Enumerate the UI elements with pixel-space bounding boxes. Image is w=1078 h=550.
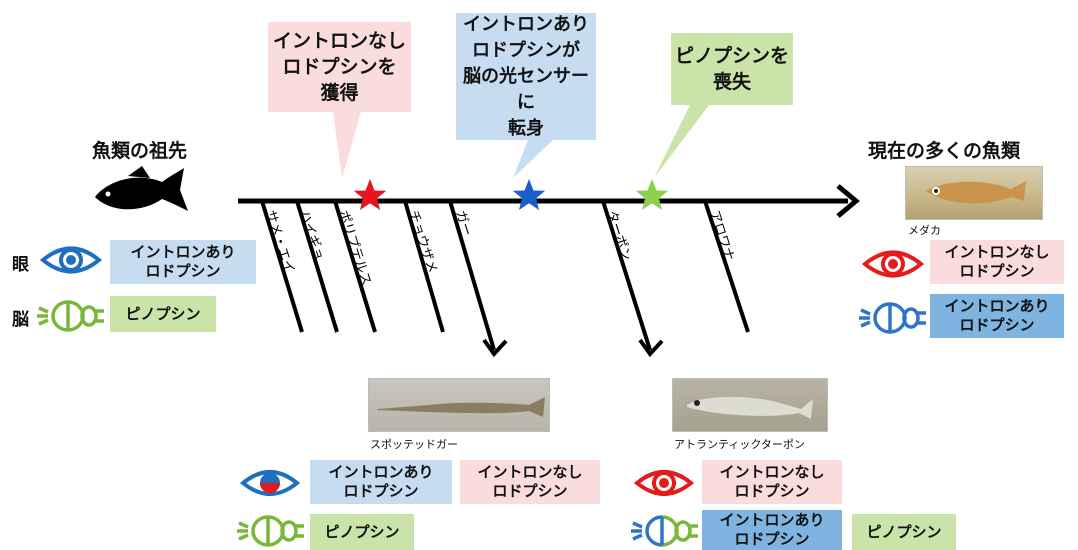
gar-eye-label-intron-yes: イントロンあり ロドプシン bbox=[310, 460, 452, 504]
brain-icon bbox=[859, 302, 926, 334]
star-red-icon bbox=[353, 179, 387, 210]
modern-eye-label: イントロンなし ロドプシン bbox=[930, 240, 1064, 284]
lineage-label-lungfish: ハイギョ bbox=[296, 209, 326, 263]
gar-eye-label-intron-no: イントロンなし ロドプシン bbox=[460, 460, 600, 504]
tarpon-brain-label-intron-yes: イントロンあり ロドプシン bbox=[702, 510, 842, 550]
medaka-caption: メダカ bbox=[908, 224, 941, 237]
lineage-label-polypterus: ポリプテルス bbox=[335, 209, 373, 288]
gar-brain-label: ピノプシン bbox=[310, 514, 414, 550]
label-line-1: ピノプシン bbox=[125, 304, 201, 323]
brain-icon bbox=[631, 515, 698, 547]
callout-shift-line-3: 脳の光センサーに bbox=[463, 66, 589, 113]
label-line-1: イントロンあり bbox=[130, 243, 236, 261]
lineage-label-arowana: アロワナ bbox=[706, 209, 736, 263]
label-line-1: イントロンあり bbox=[328, 463, 434, 481]
eye-icon bbox=[634, 470, 694, 496]
modern-fish-title: 現在の多くの魚類 bbox=[868, 140, 1021, 162]
label-line-1: イントロンあり bbox=[944, 297, 1050, 315]
tarpon-eye-label: イントロンなし ロドプシン bbox=[702, 460, 842, 504]
callout-shift-line-1: イントロンあり bbox=[463, 14, 589, 35]
lineage-label-shark: サメ・エイ bbox=[262, 209, 296, 275]
callout-loss: ピノプシンを 喪失 bbox=[671, 38, 793, 100]
modern-brain-label: イントロンあり ロドプシン bbox=[930, 294, 1064, 338]
branch-lungfish bbox=[295, 200, 339, 333]
star-blue-icon bbox=[512, 179, 546, 210]
fish-silhouette-icon bbox=[95, 166, 188, 211]
callout-shift: イントロンあり ロドプシンが 脳の光センサーに 転身 bbox=[456, 14, 596, 139]
brain-icon bbox=[37, 300, 104, 332]
callout-gain-bubble bbox=[268, 22, 411, 178]
callout-loss-bubble bbox=[654, 33, 793, 178]
ancestor-title: 魚類の祖先 bbox=[92, 140, 188, 162]
label-line-2: ロドプシン bbox=[959, 316, 1035, 334]
brain-organ-label: 脳 bbox=[12, 310, 29, 330]
branch-polypterus bbox=[333, 200, 377, 333]
medaka-photo bbox=[905, 166, 1043, 220]
main-arrowhead bbox=[836, 184, 860, 218]
ancestor-brain-label: ピノプシン bbox=[110, 296, 216, 332]
spotted-gar-caption: スポッテッドガー bbox=[370, 438, 458, 451]
tarpon-photo bbox=[672, 378, 828, 432]
callout-gain-line-3: 獲得 bbox=[320, 82, 359, 104]
label-line-1: イントロンなし bbox=[944, 243, 1050, 261]
eye-organ-label: 眼 bbox=[12, 255, 29, 275]
branch-gar bbox=[448, 200, 496, 351]
callout-loss-line-2: 喪失 bbox=[712, 71, 751, 93]
label-line-2: ロドプシン bbox=[492, 482, 568, 500]
label-line-1: ピノプシン bbox=[324, 522, 400, 541]
callout-shift-line-2: ロドプシンが bbox=[472, 40, 580, 61]
label-line-2: ロドプシン bbox=[145, 262, 221, 280]
lineage-label-sturgeon: チョウザメ bbox=[405, 209, 439, 275]
tarpon-arrowhead bbox=[638, 338, 664, 358]
callout-gain-line-2: ロドプシンを bbox=[282, 56, 397, 78]
label-line-2: ロドプシン bbox=[959, 262, 1035, 280]
gar-arrowhead bbox=[482, 338, 508, 358]
label-line-1: イントロンなし bbox=[719, 463, 825, 481]
branch-sturgeon bbox=[403, 200, 445, 333]
branch-arowana bbox=[703, 200, 750, 333]
star-green-icon bbox=[635, 179, 669, 210]
lineage-label-tarpon: ターポン bbox=[603, 209, 633, 263]
eye-icon bbox=[862, 250, 924, 278]
label-line-1: ピノプシン bbox=[866, 522, 942, 541]
lineage-label-gar: ガー bbox=[452, 209, 474, 238]
branch-shark bbox=[260, 200, 304, 333]
callout-loss-line-1: ピノプシンを bbox=[674, 45, 789, 67]
callout-gain: イントロンなし ロドプシンを 獲得 bbox=[268, 26, 411, 108]
tarpon-caption: アトランティックターポン bbox=[674, 438, 805, 451]
eye-icon bbox=[40, 246, 102, 274]
tarpon-brain-label-pinopsin: ピノプシン bbox=[852, 514, 956, 550]
spotted-gar-photo bbox=[368, 378, 550, 432]
callout-shift-bubble bbox=[456, 13, 596, 178]
label-line-1: イントロンあり bbox=[719, 511, 825, 529]
label-line-2: ロドプシン bbox=[734, 482, 810, 500]
label-line-1: イントロンなし bbox=[477, 463, 583, 481]
ancestor-eye-label: イントロンあり ロドプシン bbox=[110, 240, 256, 284]
brain-icon bbox=[237, 515, 304, 547]
eye-icon bbox=[240, 470, 300, 496]
label-line-2: ロドプシン bbox=[343, 482, 419, 500]
callout-gain-line-1: イントロンなし bbox=[272, 30, 406, 52]
label-line-2: ロドプシン bbox=[734, 530, 810, 548]
callout-shift-line-4: 転身 bbox=[508, 118, 544, 139]
branch-tarpon bbox=[601, 200, 652, 351]
